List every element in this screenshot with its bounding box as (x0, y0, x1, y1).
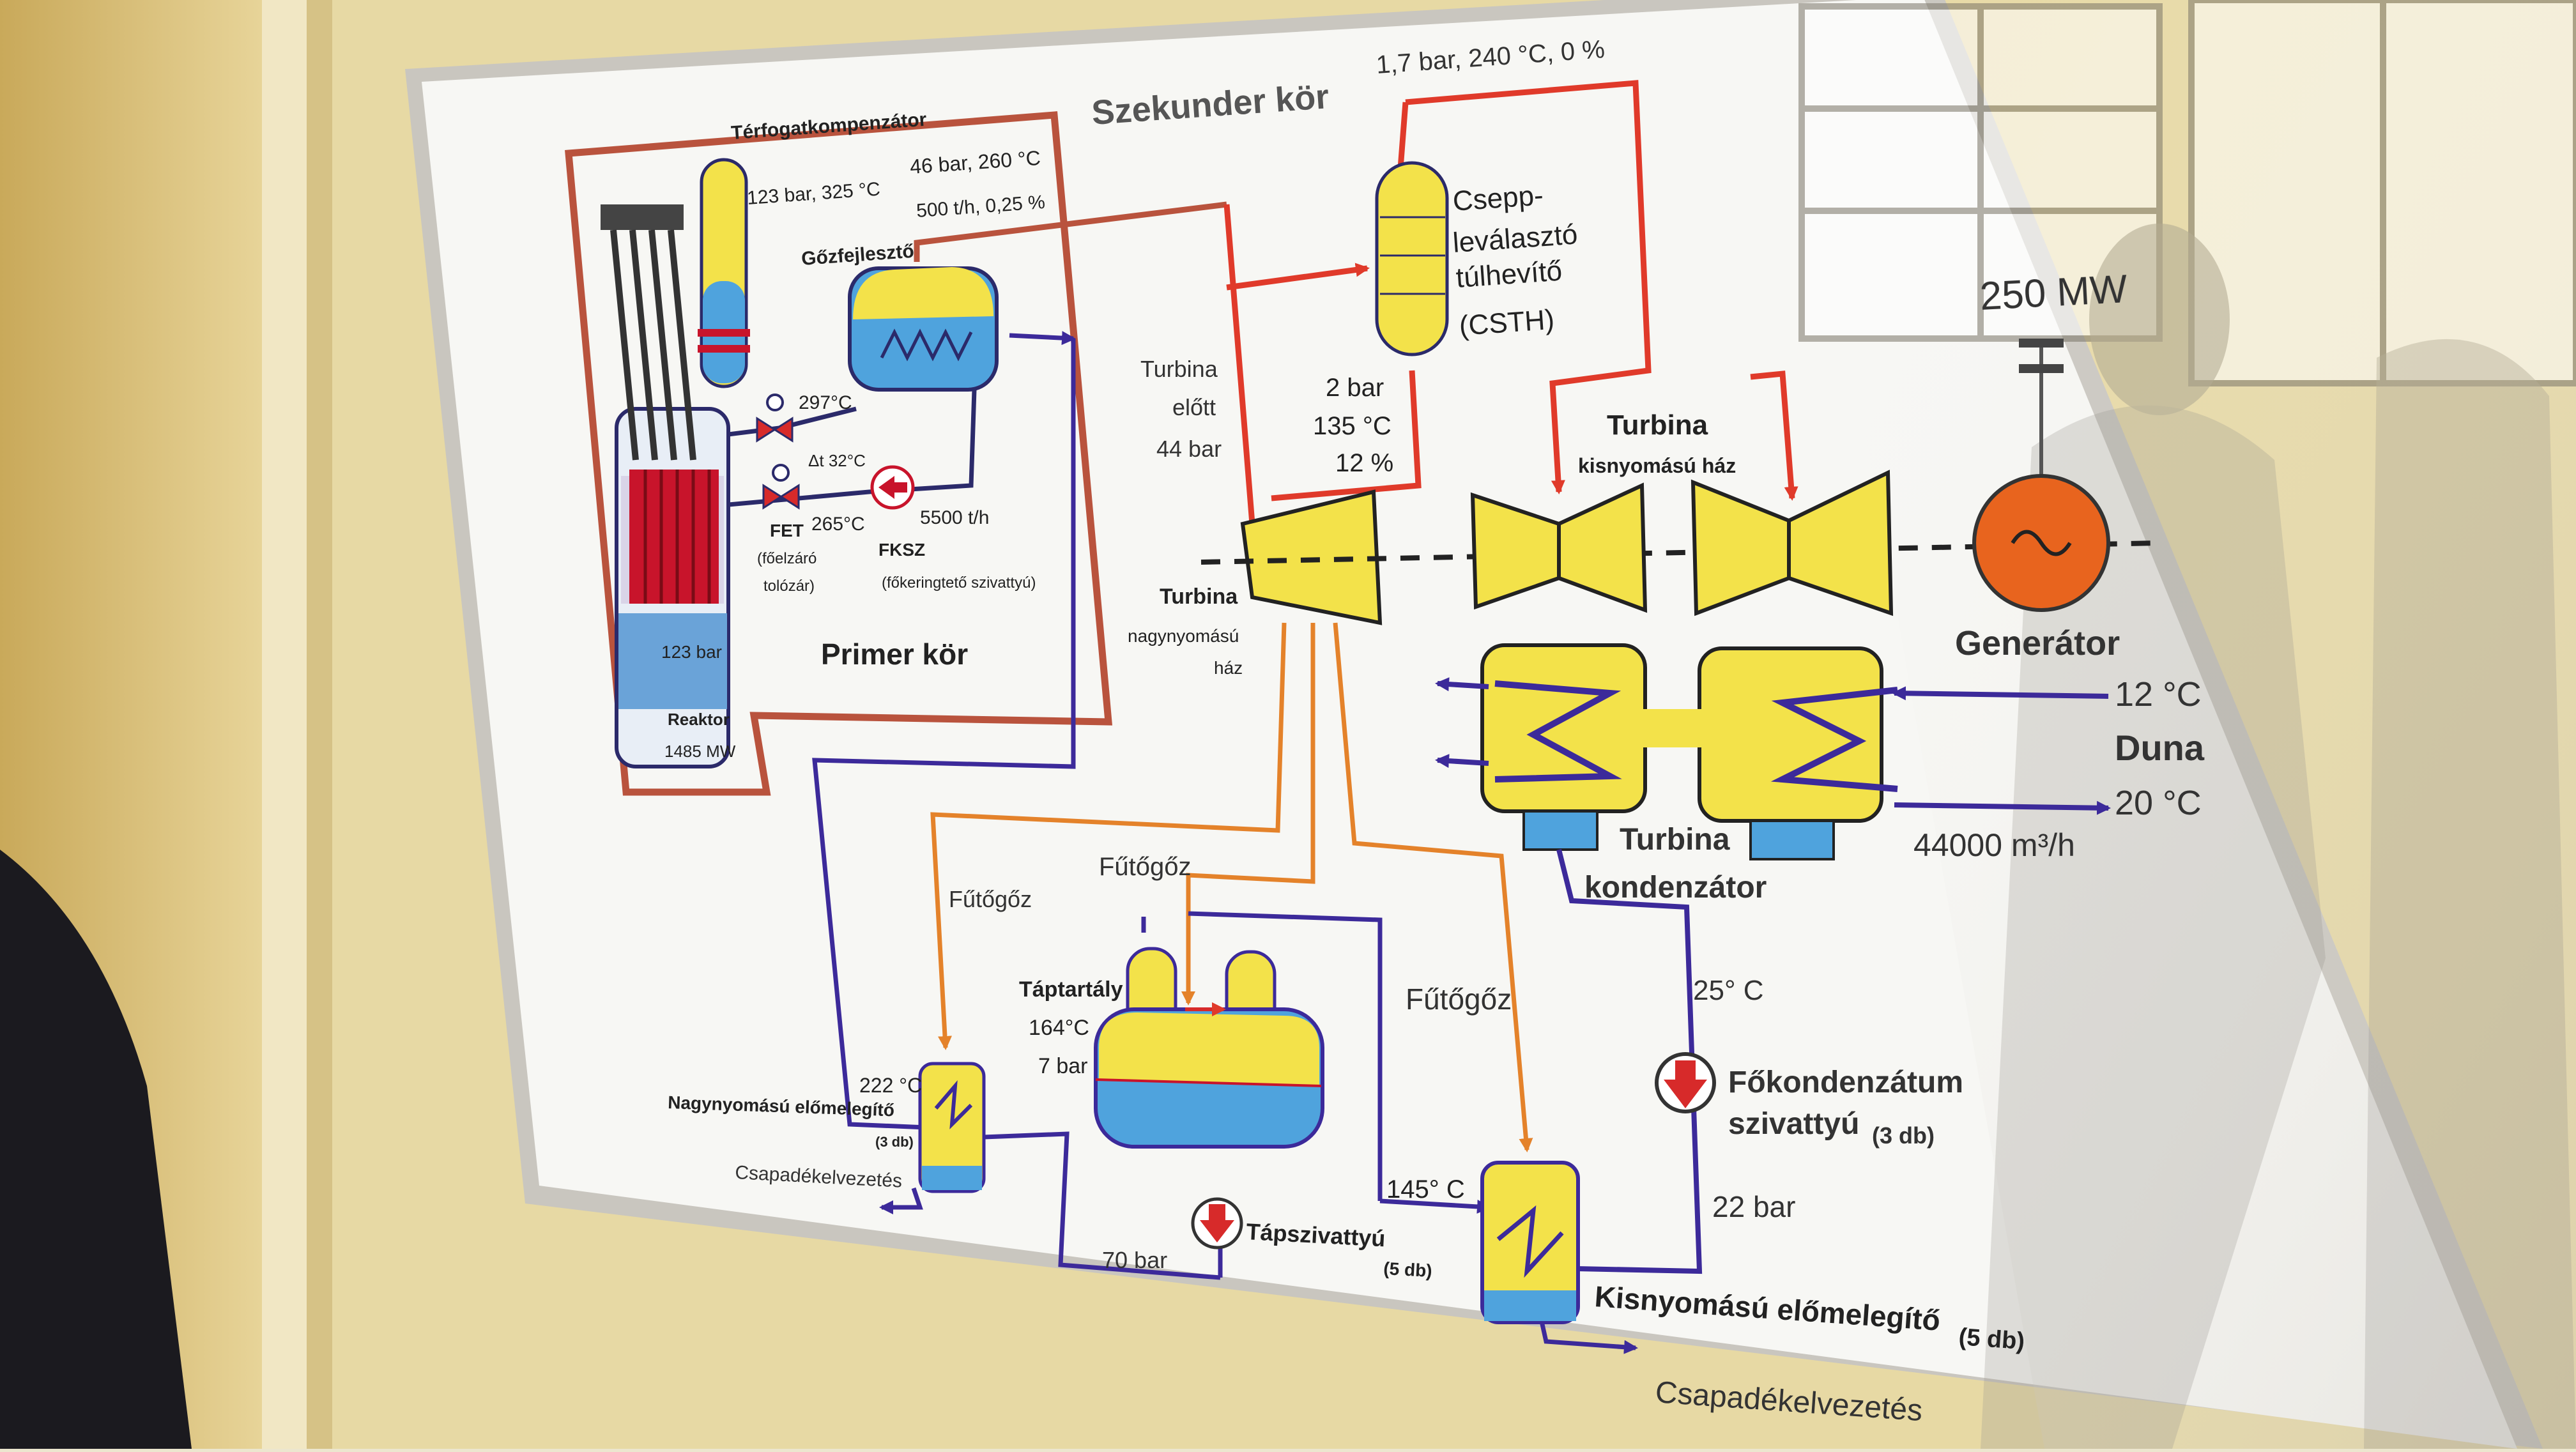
csth-label-3: túlhevítő (1455, 255, 1563, 293)
cold-leg-flow: 5500 t/h (920, 507, 989, 528)
pressurizer (698, 158, 750, 388)
condensate-line (1545, 849, 1703, 1274)
fet-desc-2: tolózár) (763, 577, 815, 595)
hp-exhaust-3: 12 % (1335, 449, 1393, 477)
danube-temp-in: 12 °C (2115, 675, 2202, 714)
steam-generator (848, 266, 999, 392)
condenser (1480, 643, 1898, 860)
reactor-pressure: 123 bar (661, 642, 722, 662)
heating-steam-lines (930, 622, 1533, 1152)
hp-turbine-label-2: nagynyomású (1128, 626, 1239, 646)
moisture-separator (1375, 161, 1449, 356)
danube-temp-out: 20 °C (2115, 784, 2202, 822)
lp-turbine-label-2: kisnyomású ház (1578, 454, 1736, 477)
hp-preheater (918, 1062, 986, 1193)
primary-circuit-title: Primer kör (821, 638, 968, 671)
feed-pump-icon (1191, 1197, 1243, 1249)
condensate-pressure: 22 bar (1712, 1190, 1795, 1223)
condensate-pump-count: (3 db) (1872, 1122, 1935, 1149)
condensate-pump-label-2: szivattyú (1728, 1107, 1859, 1141)
lp-preheater-count: (5 db) (1958, 1324, 2025, 1355)
feedwater-tank-pressure: 7 bar (1038, 1054, 1088, 1078)
condensate-temp: 25° C (1693, 975, 1764, 1006)
heating-steam-label-2: Fűtőgőz (1099, 853, 1192, 881)
generator-power: 250 MW (1979, 267, 2129, 319)
window-reflection (1798, 0, 2576, 1449)
main-circulation-pump-icon (870, 465, 915, 510)
cold-leg-delta: Δt 32°C (808, 451, 866, 470)
primary-circuit-outline (565, 111, 1113, 796)
cold-leg-temp: 265°C (811, 514, 865, 535)
turbine-inlet-3: 44 bar (1156, 436, 1222, 462)
reactor-label: Reaktor (668, 710, 730, 729)
feedwater-tank-temp: 164°C (1029, 1016, 1089, 1040)
lp-preheater (1480, 1161, 1580, 1324)
steam-piping (1223, 80, 1798, 524)
turbine-inlet-2: előtt (1172, 394, 1216, 420)
turbine-inlet-1: Turbina (1140, 356, 1218, 382)
danube-label: Duna (2115, 728, 2205, 768)
condensate-pump-label-1: Főkondenzátum (1728, 1066, 1963, 1099)
danube-flow: 44000 m³/h (1913, 827, 2075, 863)
feedwater-tank (1094, 947, 1324, 1149)
fksz-desc: (főkeringtető szivattyú) (882, 574, 1036, 592)
fet-label: FET (770, 521, 804, 540)
lp-turbine (1470, 470, 1894, 616)
hp-turbine (1240, 489, 1383, 625)
danube-cooling-lines (1435, 677, 2111, 815)
hp-exhaust-1: 2 bar (1326, 374, 1384, 402)
hp-preheater-count: (3 db) (875, 1134, 914, 1150)
condenser-label-2: kondenzátor (1584, 871, 1767, 905)
feed-pump-count: (5 db) (1383, 1258, 1433, 1281)
feed-pressure: 70 bar (1102, 1247, 1167, 1273)
fksz-label: FKSZ (878, 540, 925, 560)
csth-label-4: (CSTH) (1458, 304, 1555, 342)
backpack-shadow (0, 850, 192, 1449)
lp-turbine-label-1: Turbina (1607, 409, 1708, 441)
hp-turbine-label-1: Turbina (1160, 585, 1238, 609)
generator-label: Generátor (1955, 624, 2120, 662)
generator (1972, 339, 2110, 612)
reactor-vessel (601, 204, 730, 768)
hp-preheater-temp: 222 °C (859, 1074, 922, 1097)
hot-leg-temp: 297°C (799, 392, 852, 413)
hp-turbine-label-3: ház (1214, 658, 1243, 678)
fet-valve (762, 484, 800, 510)
main-condensate-pump-icon (1655, 1052, 1716, 1113)
hp-exhaust-2: 135 °C (1313, 412, 1392, 440)
ac-sine-icon (2011, 530, 2072, 556)
fet-gauge-icon (772, 464, 790, 482)
csth-label-1: Csepp- (1452, 180, 1544, 217)
heating-steam-label-1: Fűtőgőz (949, 886, 1032, 912)
feedwater-lines (812, 331, 1638, 1354)
lp-preheater-temp: 145° C (1386, 1175, 1465, 1204)
hot-leg-gauge-icon (766, 394, 784, 411)
reactor-power: 1485 MW (664, 742, 736, 761)
heating-steam-label-3: Fűtőgőz (1406, 982, 1512, 1016)
hot-leg-valve (756, 416, 793, 443)
condenser-label-1: Turbina (1620, 823, 1730, 857)
feedwater-tank-label: Táptartály (1019, 977, 1123, 1002)
fet-desc-1: (főelzáró (757, 550, 816, 567)
